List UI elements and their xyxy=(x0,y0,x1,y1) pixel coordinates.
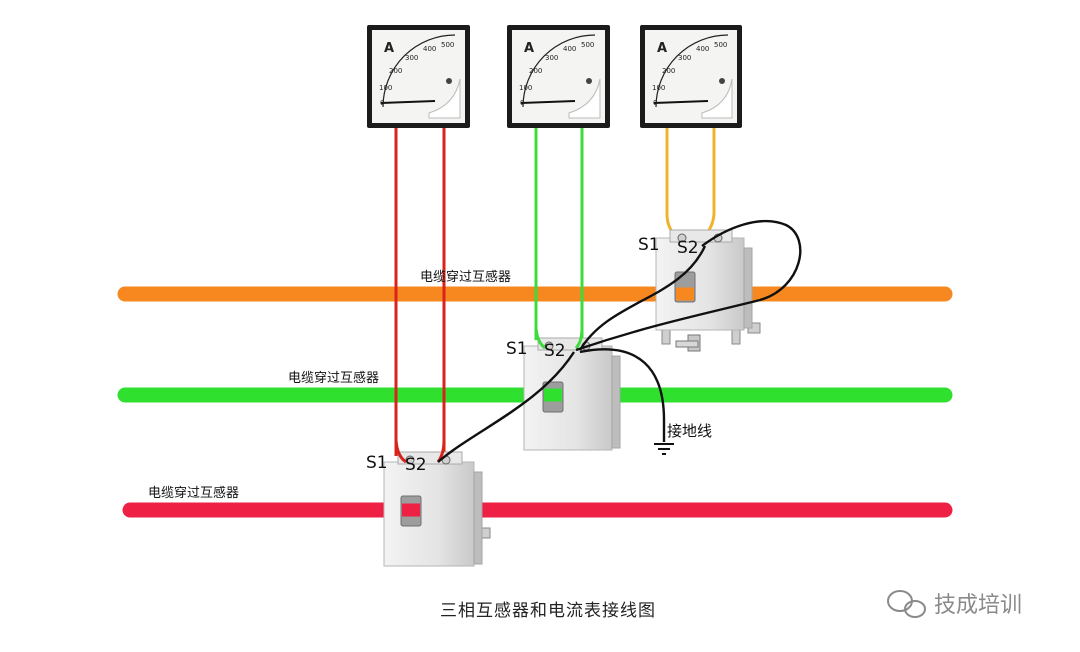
current-transformer-red xyxy=(383,451,491,567)
meter-unit: A xyxy=(657,41,667,56)
meter-scale-0: 0 xyxy=(653,99,657,107)
terminal-s2-red: S2 xyxy=(405,455,427,475)
meter-scale-500: 500 xyxy=(581,41,594,49)
current-transformer-green xyxy=(523,337,621,451)
meter-scale-0: 0 xyxy=(520,99,524,107)
watermark-text: 技成培训 xyxy=(934,593,1022,618)
meter-unit: A xyxy=(524,41,534,56)
cable-label-orange: 电缆穿过互感器 xyxy=(420,269,511,285)
cable-label-green: 电缆穿过互感器 xyxy=(288,370,379,386)
terminal-s1-orange: S1 xyxy=(638,235,660,255)
meter-unit: A xyxy=(384,41,394,56)
ground-wire-label: 接地线 xyxy=(667,422,712,440)
terminal-s1-red: S1 xyxy=(366,453,388,473)
meter-scale-200: 200 xyxy=(662,67,675,75)
wire-green-s1-end xyxy=(534,327,546,350)
terminal-s2-green: S2 xyxy=(544,341,566,361)
wire-green-s2-end xyxy=(574,327,584,350)
ammeter-1: A 0 100 200 300 400 500 xyxy=(367,25,470,128)
wire-red-s1-end xyxy=(394,439,407,464)
meter-scale-100: 100 xyxy=(519,84,532,92)
meter-scale-0: 0 xyxy=(380,99,384,107)
meter-scale-400: 400 xyxy=(563,45,576,53)
meter-scale-400: 400 xyxy=(696,45,709,53)
watermark: 技成培训 xyxy=(887,590,1022,618)
wechat-icon xyxy=(887,590,926,618)
ground-symbol xyxy=(654,443,674,455)
wire-yellow-s2 xyxy=(701,128,716,239)
meter-scale-100: 100 xyxy=(379,84,392,92)
meter-scale-300: 300 xyxy=(678,54,691,62)
cable-label-red: 电缆穿过互感器 xyxy=(148,485,239,501)
ground-wiring xyxy=(437,220,802,463)
meter-scale-400: 400 xyxy=(423,45,436,53)
meter-scale-500: 500 xyxy=(441,41,454,49)
meter-scale-300: 300 xyxy=(405,54,418,62)
wire-yellow-s1 xyxy=(665,128,678,238)
terminal-s1-green: S1 xyxy=(506,339,528,359)
diagram-caption: 三相互感器和电流表接线图 xyxy=(440,601,656,621)
meter-scale-200: 200 xyxy=(389,67,402,75)
meter-scale-200: 200 xyxy=(529,67,542,75)
meter-scale-500: 500 xyxy=(714,41,727,49)
meter-scale-300: 300 xyxy=(545,54,558,62)
meter-scale-100: 100 xyxy=(652,84,665,92)
ammeter-3: A 0 100 200 300 400 500 xyxy=(640,25,742,128)
terminal-s2-orange: S2 xyxy=(677,238,699,258)
ammeter-2: A 0 100 200 300 400 500 xyxy=(507,25,610,128)
current-transformer-orange xyxy=(655,229,761,352)
